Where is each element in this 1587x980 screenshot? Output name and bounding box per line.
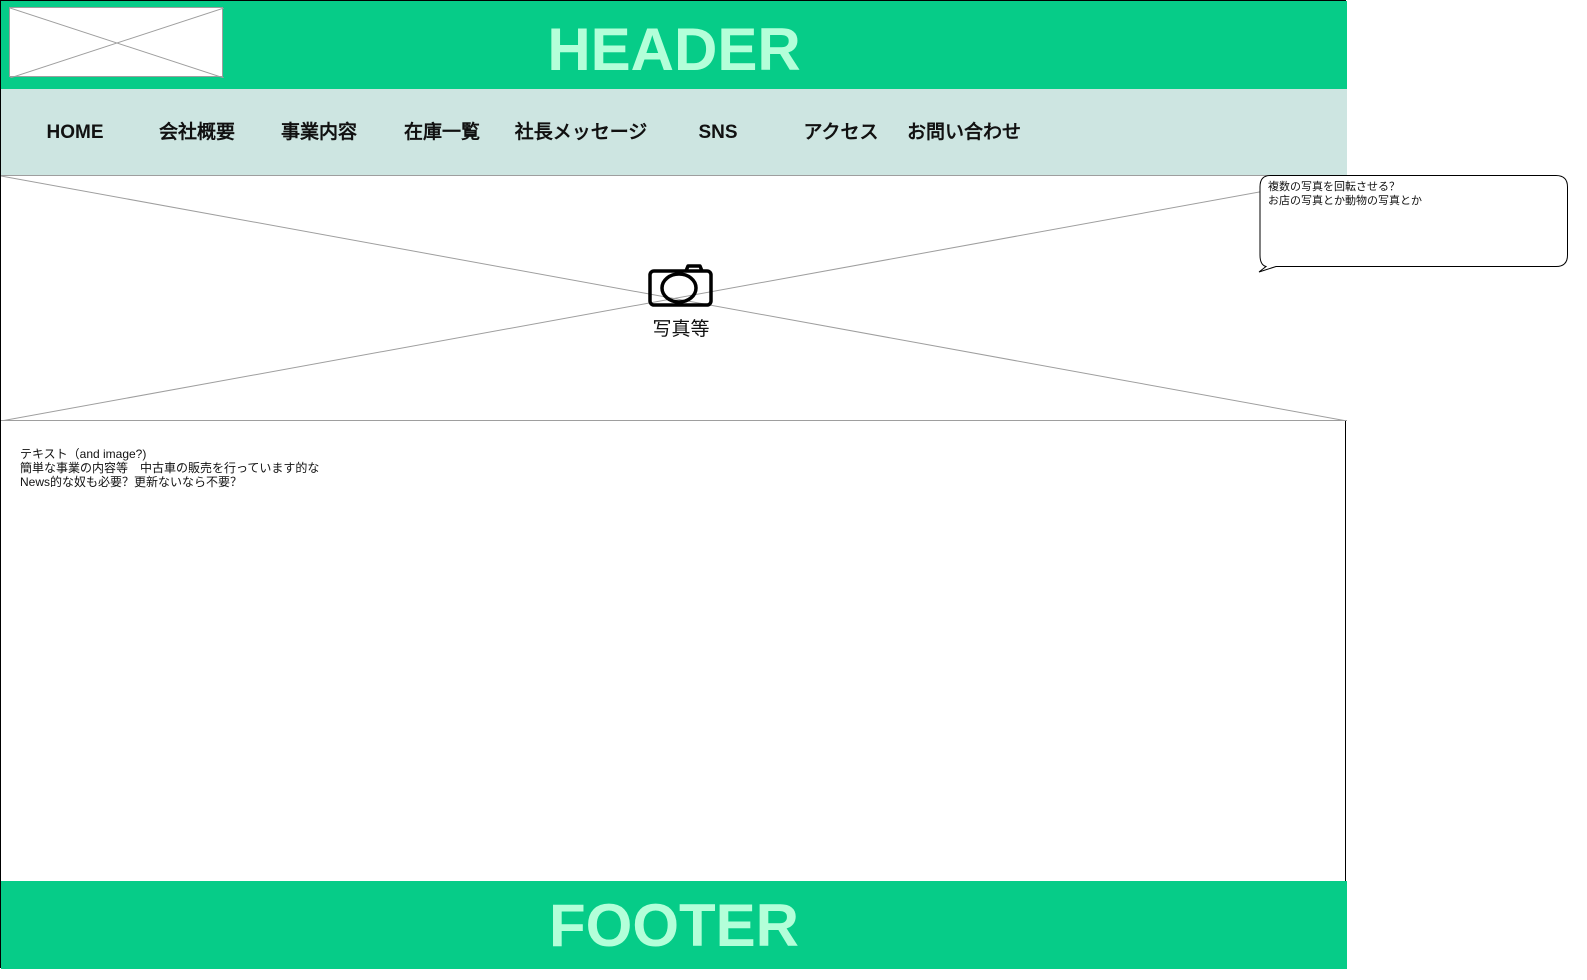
nav-item-business[interactable]: 事業内容 — [280, 122, 357, 143]
nav-item-access[interactable]: アクセス — [803, 122, 879, 143]
logo-placeholder[interactable] — [9, 7, 224, 78]
callout-text: 複数の写真を回転させる？ お店の写真とか動物の写真とか — [1268, 180, 1558, 208]
hero-placeholder-cross — [1, 176, 1347, 421]
nav-item-contact[interactable]: お問い合わせ — [906, 122, 1021, 143]
footer-title: FOOTER — [549, 892, 799, 959]
nav-bar: HOME 会社概要 事業内容 在庫一覧 社長メッセージ SNS アクセス お問い… — [1, 89, 1347, 176]
comment-callout[interactable]: 複数の写真を回転させる？ お店の写真とか動物の写真とか — [1258, 175, 1568, 275]
header: HEADER — [1, 1, 1347, 89]
content-line: News的な奴も必要？更新ないなら不要？ — [20, 475, 243, 489]
footer: FOOTER — [1, 881, 1347, 969]
nav-item-sns[interactable]: SNS — [698, 122, 738, 143]
image-placeholder-icon — [10, 8, 224, 78]
callout-line: 複数の写真を回転させる？ — [1268, 181, 1400, 193]
camera-icon — [648, 264, 713, 307]
content-line: テキスト（and image?) — [20, 447, 147, 461]
header-title-text: HEADER — [547, 16, 801, 83]
nav-item-company[interactable]: 会社概要 — [158, 122, 235, 143]
nav-item-president-message[interactable]: 社長メッセージ — [514, 122, 648, 143]
callout-line: お店の写真とか動物の写真とか — [1268, 195, 1422, 207]
speech-bubble-shape — [1258, 175, 1568, 273]
nav-item-inventory[interactable]: 在庫一覧 — [403, 122, 480, 143]
content-line: 簡単な事業の内容等 中古車の販売を行っています的な — [20, 461, 320, 475]
page-frame: HEADER HOME 会社概要 事業内容 在庫一覧 社長メッセージ SNS ア… — [0, 0, 1347, 969]
hero-image-placeholder[interactable]: 写真等 — [1, 176, 1347, 421]
hero-caption: 写真等 — [652, 319, 710, 340]
nav-item-home[interactable]: HOME — [46, 122, 104, 143]
content-text: テキスト（and image?) 簡単な事業の内容等 中古車の販売を行っています… — [20, 447, 620, 489]
header-title: HEADER — [1, 15, 1347, 85]
